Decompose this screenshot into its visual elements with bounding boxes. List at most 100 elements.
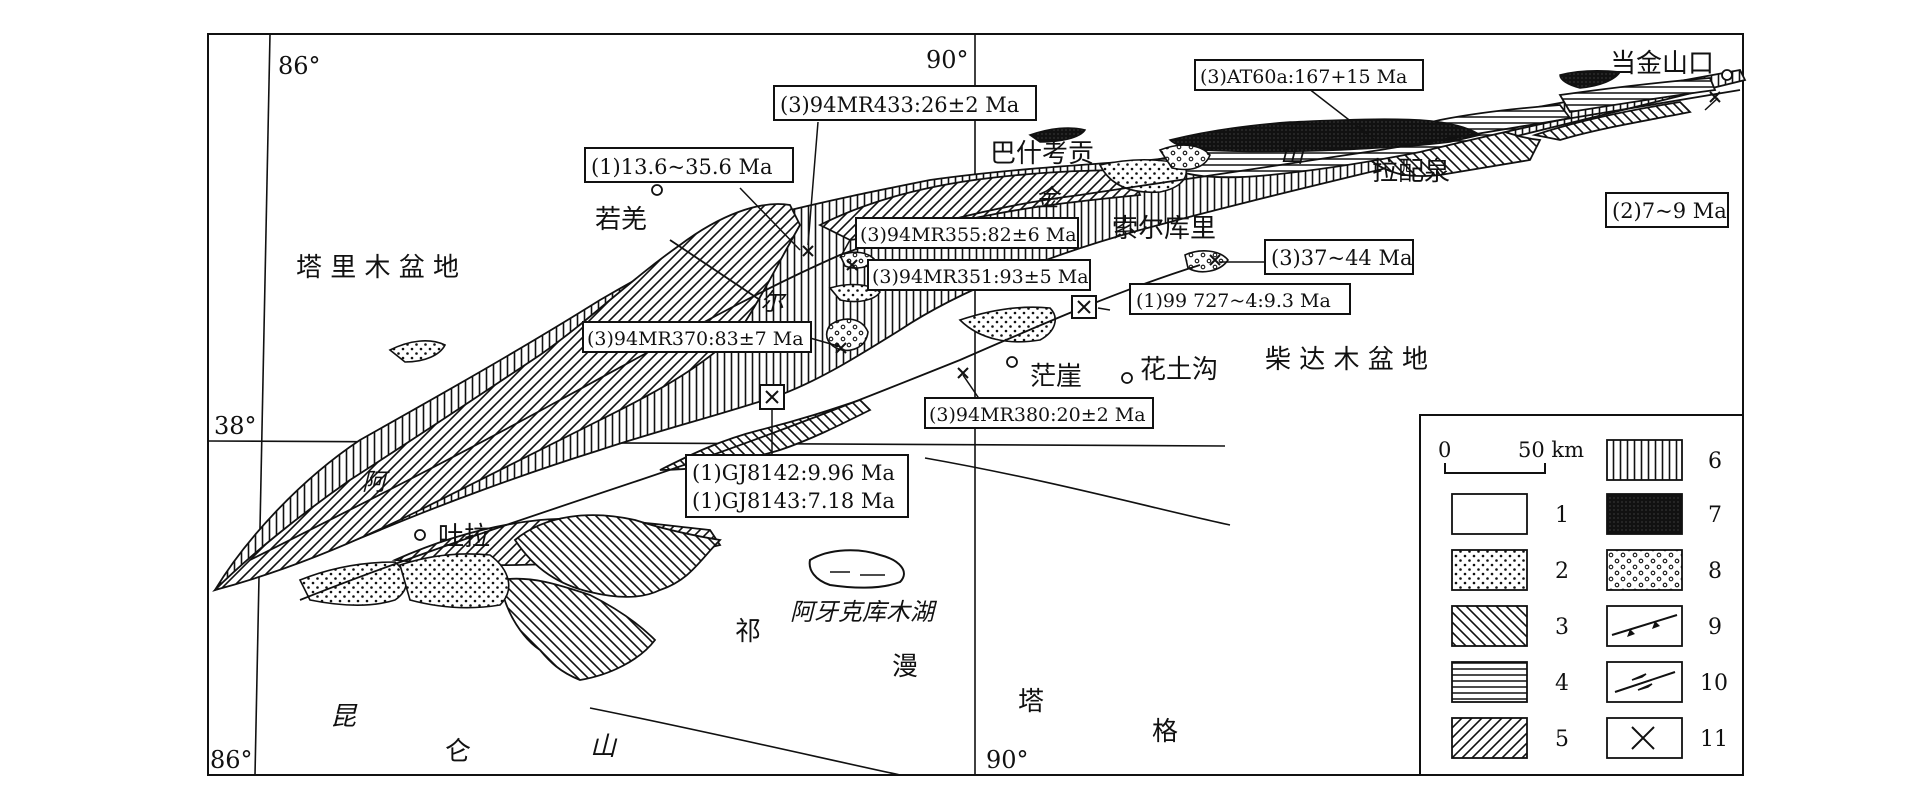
settlement-points (414, 69, 1733, 541)
age-label-box: (3)AT60a:167+15 Ma (1194, 59, 1424, 91)
age-label-box: (3)94MR380:20±2 Ma (924, 397, 1154, 429)
legend-label-11: 11 (1700, 727, 1728, 752)
legend-swatch-8 (1606, 549, 1683, 591)
legend-swatch-10 (1606, 661, 1683, 703)
tectonic-line (924, 457, 1231, 526)
legend-swatch-2 (1451, 549, 1528, 591)
unit-7-black-3 (1559, 70, 1622, 89)
age-label-text: (3)94MR351:93±5 Ma (872, 266, 1089, 288)
age-label-box: (3)94MR351:93±5 Ma (867, 259, 1091, 291)
point-tula (414, 529, 426, 541)
legend-label-6: 6 (1708, 449, 1722, 474)
label-qiman-ta: 塔 (1018, 687, 1044, 717)
lon-90-top-label: 90° (926, 46, 969, 74)
point-dangjin-pass (1721, 69, 1733, 81)
legend-label-3: 3 (1555, 615, 1569, 640)
legend-label-1: 1 (1555, 503, 1569, 528)
legend-swatch-1 (1451, 493, 1528, 535)
unit-2-dots-north (388, 340, 447, 363)
sample-cross (846, 259, 858, 271)
legend-label-5: 5 (1555, 727, 1569, 752)
fault-altun-main (249, 89, 1741, 561)
label-bashikaogong: 巴什考贡 (990, 139, 1094, 169)
label-huatugou: 花土沟 (1140, 355, 1218, 385)
age-label-text: (1)GJ8143:7.18 Ma (692, 489, 895, 513)
lake-ayakekumu (808, 549, 905, 589)
label-ruoqiang: 若羌 (595, 205, 647, 235)
sample-box-markers (759, 295, 1097, 410)
label-altun-jin: 金 (1035, 184, 1062, 212)
legend-swatch-4 (1451, 661, 1528, 703)
legend-swatch-6 (1606, 439, 1683, 481)
sample-cross (835, 342, 847, 354)
scale-bar (1444, 463, 1546, 474)
lon-86-bottom-label: 86° (210, 746, 253, 774)
age-label-text: (3)94MR355:82±6 Ma (860, 224, 1077, 246)
age-label-text: (3)37~44 Ma (1271, 246, 1412, 270)
label-mangya: 茫崖 (1030, 362, 1082, 392)
legend-label-9: 9 (1708, 615, 1722, 640)
label-lapeiquan: 拉配泉 (1372, 157, 1450, 187)
sample-crosses (802, 91, 1721, 379)
meridian-86 (254, 33, 271, 776)
label-ayakekumu-lake: 阿牙克库木湖 (790, 598, 938, 626)
age-label-box: (3)94MR433:26±2 Ma (773, 85, 1037, 121)
label-qaidam-basin: 柴 达 木 盆 地 (1265, 345, 1428, 375)
unit-3-block-east-pass (1531, 101, 1692, 141)
fault-north-splay (669, 239, 761, 301)
scale-zero-label: 0 (1438, 438, 1451, 462)
legend-label-2: 2 (1555, 559, 1569, 584)
legend-swatch-11 (1606, 717, 1683, 759)
lon-86-top-label: 86° (278, 52, 321, 80)
age-label-box: (2)7~9 Ma (1605, 192, 1729, 228)
legend-frame (1419, 414, 1744, 776)
legend-label-10: 10 (1700, 671, 1728, 696)
fault-altun-south (299, 264, 1201, 601)
unit-2-dots-southwest (298, 561, 408, 607)
legend-label-7: 7 (1708, 503, 1722, 528)
legend-swatch-7 (1606, 493, 1683, 535)
age-label-box: (3)94MR355:82±6 Ma (855, 217, 1079, 249)
sample-cross (1709, 91, 1721, 103)
unit-2-dots-mangya (958, 306, 1056, 343)
age-label-text: (3)94MR380:20±2 Ma (929, 404, 1146, 426)
legend-swatch-3 (1451, 605, 1528, 647)
sample-cross (1209, 254, 1221, 266)
unit-3-block-tula (513, 514, 722, 598)
unit-3-block-south (498, 577, 657, 681)
lon-90-bottom-label: 90° (986, 746, 1029, 774)
age-label-text: (1)GJ8142:9.96 Ma (692, 461, 895, 485)
faults (249, 89, 1741, 601)
age-label-box: (3)37~44 Ma (1264, 239, 1414, 275)
age-label-box: (1)GJ8142:9.96 Ma (1)GJ8143:7.18 Ma (685, 454, 909, 518)
legend: 0 50 km 1 2 3 4 5 6 7 8 9 10 (1419, 414, 1744, 776)
age-label-box: (1)99 727~4:9.3 Ma (1129, 283, 1351, 315)
label-altun-shan: 山 (1280, 140, 1306, 168)
age-label-box: (3)94MR370:83±7 Ma (582, 321, 812, 353)
label-altun-er: 尔 (760, 288, 787, 316)
label-tula: 吐拉 (438, 522, 490, 552)
unit-5-diag-west (211, 203, 802, 592)
age-label-text: (2)7~9 Ma (1612, 199, 1727, 223)
tectonic-line-south (589, 707, 901, 776)
sample-cross (957, 367, 969, 379)
legend-swatch-5 (1451, 717, 1528, 759)
lat-38-label: 38° (214, 412, 257, 440)
unit-8-circles-1 (825, 318, 869, 352)
sample-cross (802, 245, 814, 257)
label-kunlun-shan: 山 (590, 732, 618, 762)
scale-distance-label: 50 km (1518, 438, 1584, 462)
label-qiman-man: 漫 (892, 652, 918, 682)
label-qiman-ge: 格 (1152, 717, 1178, 747)
legend-label-8: 8 (1708, 559, 1722, 584)
age-label-text: (1)13.6~35.6 Ma (591, 155, 773, 179)
age-label-text: (1)99 727~4:9.3 Ma (1136, 290, 1331, 312)
point-mangya (1006, 356, 1018, 368)
label-altun-a: 阿 (362, 468, 390, 496)
age-label-text: (3)AT60a:167+15 Ma (1200, 66, 1407, 88)
age-label-box: (1)13.6~35.6 Ma (584, 147, 794, 183)
age-label-text: (3)94MR433:26±2 Ma (780, 93, 1019, 117)
label-qiman-qi: 祁 (735, 617, 761, 647)
unit-7-black-1 (1168, 118, 1482, 153)
age-label-text: (3)94MR370:83±7 Ma (587, 328, 804, 350)
